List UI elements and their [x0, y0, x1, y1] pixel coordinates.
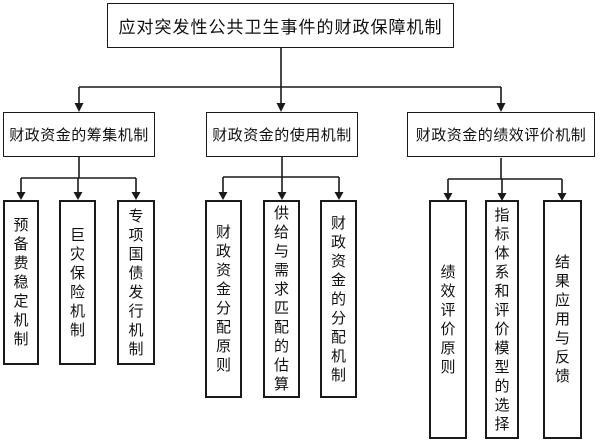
branch-node-fund-raising-label: 财政资金的筹集机制 — [9, 126, 149, 144]
leaf-node-catastrophe-insurance: 巨灾保险机制 — [59, 200, 96, 365]
branch-node-performance-evaluation-label: 财政资金的绩效评价机制 — [415, 126, 587, 144]
branch-node-fund-raising: 财政资金的筹集机制 — [3, 112, 155, 157]
leaf-node-label: 预备费稳定机制 — [13, 216, 29, 348]
leaf-node-allocation-principles: 财政资金分配原则 — [205, 200, 242, 398]
branch-node-fund-usage-label: 财政资金的使用机制 — [212, 126, 352, 144]
leaf-node-label: 指标体系和评价模型的选择 — [494, 205, 510, 433]
root-node-label: 应对突发性公共卫生事件的财政保障机制 — [118, 18, 443, 38]
leaf-node-label: 绩效评价原则 — [440, 262, 456, 376]
leaf-node-special-bond-issuance: 专项国债发行机制 — [117, 200, 155, 365]
leaf-node-indicator-model-selection: 指标体系和评价模型的选择 — [485, 200, 519, 439]
leaf-node-result-application-feedback: 结果应用与反馈 — [543, 200, 582, 439]
leaf-node-label: 巨灾保险机制 — [69, 225, 85, 339]
leaf-node-label: 财政资金分配原则 — [215, 223, 231, 374]
leaf-node-evaluation-principles: 绩效评价原则 — [429, 200, 467, 439]
leaf-node-allocation-mechanism: 财政资金的分配机制 — [320, 200, 357, 398]
leaf-node-label: 专项国债发行机制 — [128, 206, 144, 358]
branch-node-fund-usage: 财政资金的使用机制 — [206, 112, 358, 157]
root-node: 应对突发性公共卫生事件的财政保障机制 — [107, 3, 454, 48]
leaf-node-supply-demand-estimation: 供给与需求匹配的估算 — [263, 200, 300, 398]
branch-node-performance-evaluation: 财政资金的绩效评价机制 — [407, 112, 595, 157]
leaf-node-label: 结果应用与反馈 — [554, 253, 570, 385]
leaf-node-label: 财政资金的分配机制 — [330, 213, 346, 384]
leaf-node-label: 供给与需求匹配的估算 — [273, 204, 289, 393]
leaf-node-reserve-fee-stabilization: 预备费稳定机制 — [3, 200, 39, 365]
